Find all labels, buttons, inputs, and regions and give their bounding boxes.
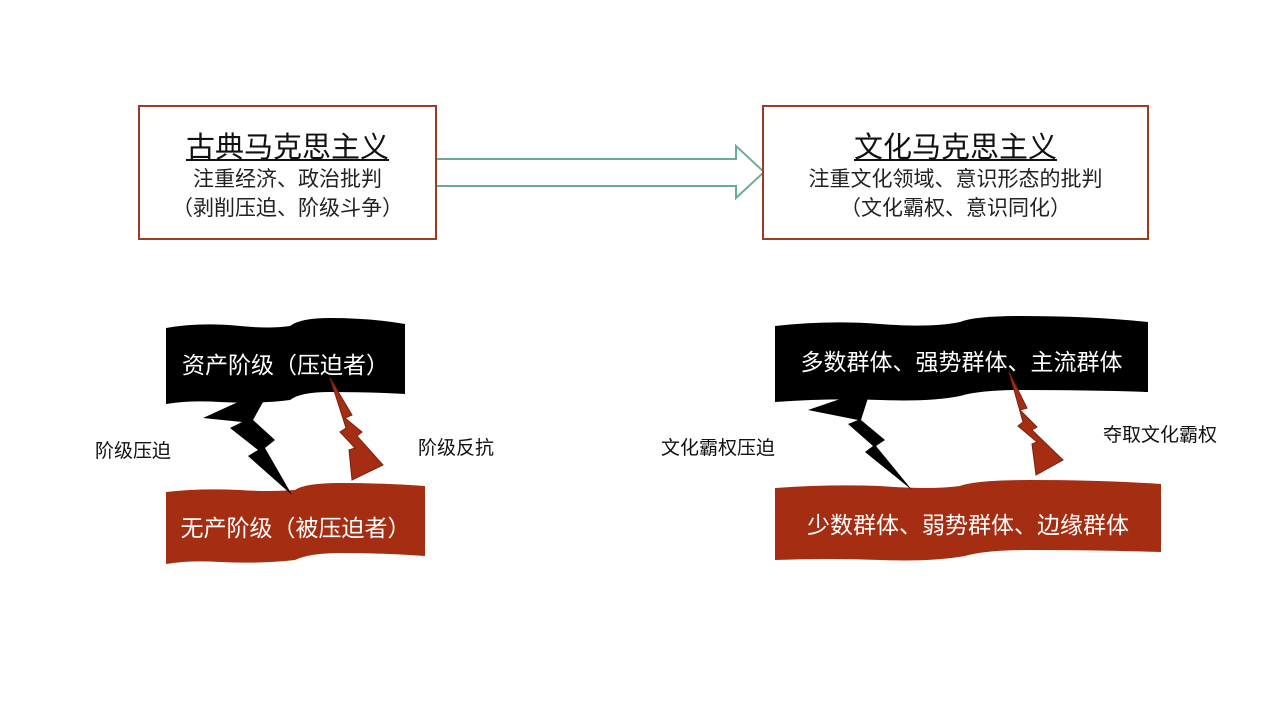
classic-marxism-examples: （剥削压迫、阶级斗争） <box>172 196 403 220</box>
proletariat-label: 无产阶级（被压迫者） <box>180 516 411 542</box>
hegemony-oppression-bolt-icon <box>808 398 912 490</box>
minority-label: 少数群体、弱势群体、边缘群体 <box>807 513 1129 539</box>
class-oppression-label: 阶级压迫 <box>95 440 172 462</box>
bourgeoisie-label: 资产阶级（压迫者） <box>182 353 389 379</box>
majority-label: 多数群体、强势群体、主流群体 <box>800 350 1123 376</box>
minority-banner <box>775 480 1161 561</box>
cultural-marxism-box: 文化马克思主义 注重文化领域、意识形态的批判 （文化霸权、意识同化） <box>762 105 1149 240</box>
resistance-bolt-icon <box>329 377 384 481</box>
seize-hegemony-label: 夺取文化霸权 <box>1103 424 1218 446</box>
seize-hegemony-bolt-icon <box>1008 371 1064 476</box>
cultural-marxism-focus: 注重文化领域、意识形态的批判 <box>808 167 1103 191</box>
majority-banner <box>775 316 1148 402</box>
classic-marxism-focus: 注重经济、政治批判 <box>193 167 382 191</box>
bourgeoisie-banner <box>166 318 405 404</box>
class-resistance-label: 阶级反抗 <box>418 437 495 459</box>
classic-marxism-title: 古典马克思主义 <box>185 130 389 164</box>
transition-arrow <box>435 143 766 201</box>
cultural-marxism-title: 文化马克思主义 <box>853 130 1057 164</box>
proletariat-banner <box>166 483 425 564</box>
cultural-marxism-examples: （文化霸权、意识同化） <box>840 196 1071 220</box>
hegemony-oppression-label: 文化霸权压迫 <box>661 437 776 459</box>
classic-marxism-box: 古典马克思主义 注重经济、政治批判 （剥削压迫、阶级斗争） <box>138 105 437 240</box>
oppression-bolt-icon <box>203 402 292 495</box>
